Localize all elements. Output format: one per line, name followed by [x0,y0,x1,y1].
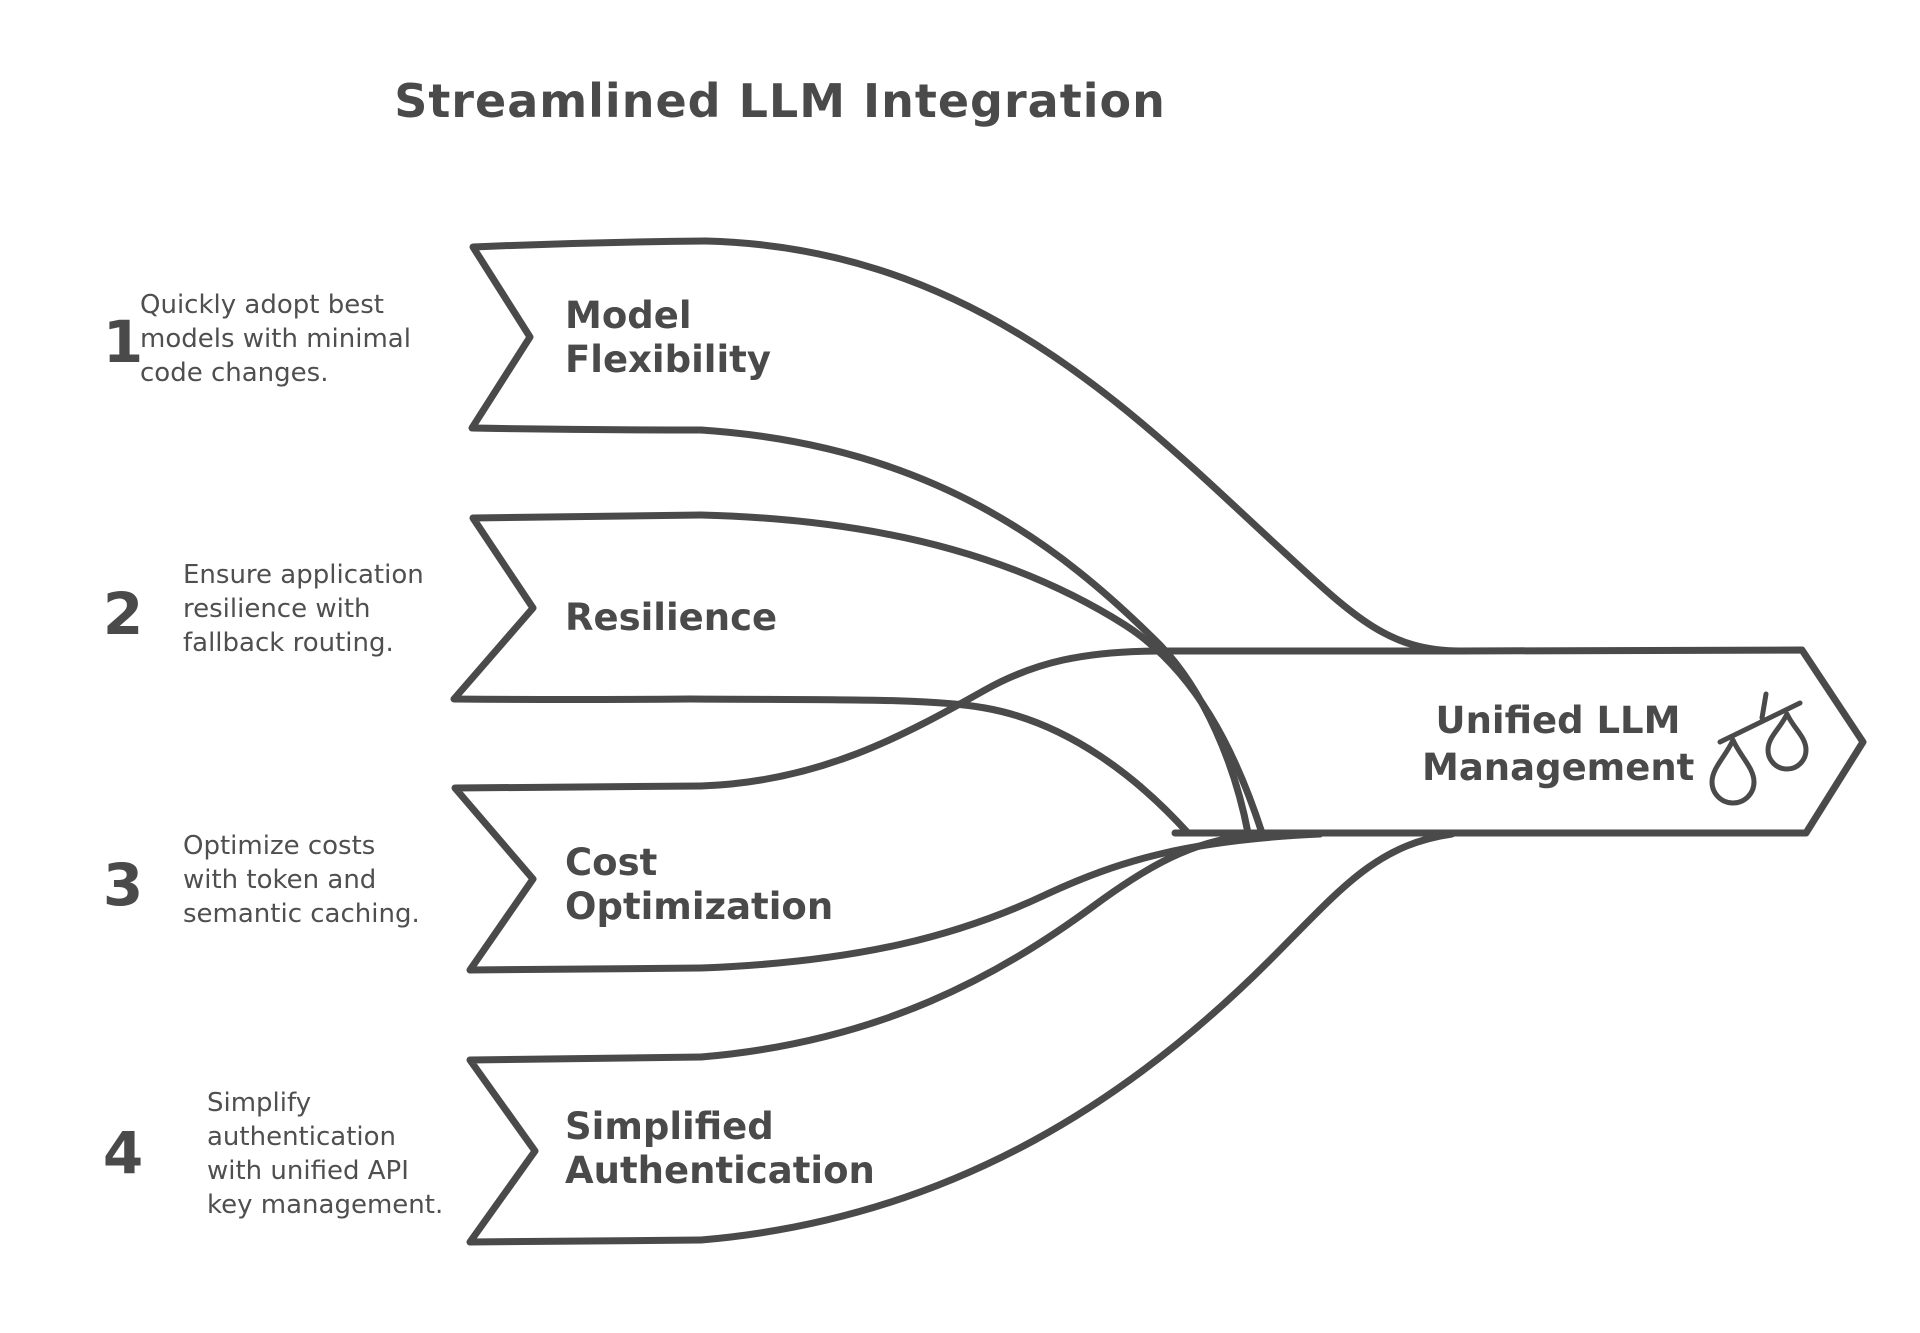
step-description-line: resilience with [183,594,371,624]
banner-label-line: Optimization [565,885,834,928]
step-number: 1 [102,308,144,376]
step-description-line: Simplify [207,1088,312,1118]
step-description-line: code changes. [140,358,329,388]
banner-4-shape [466,1053,705,1246]
step-description: Ensure application resilience with fallb… [183,558,424,660]
step-description-line: Quickly adopt best [140,290,384,320]
banner-label-line: Authentication [565,1149,875,1192]
step-description-line: key management. [207,1190,444,1220]
banner-1-shape [468,237,710,434]
step-description: Optimize costs with token and semantic c… [183,829,420,931]
result-label: Unified LLM Management [1422,697,1694,791]
scales-handle [1759,691,1769,721]
banner-label-line: Simplified [565,1105,774,1148]
ribbon-1-bottom-edge [697,426,1252,837]
ribbon-3-top-edge [697,647,1469,790]
step-description-line: semantic caching. [183,899,420,929]
banner-label: Cost Optimization [565,841,833,929]
scales-left-pan [1709,737,1757,806]
banner-label-line: Flexibility [565,338,771,381]
banner-3-shape [451,782,705,974]
ribbon-2-top-edge [697,511,1266,837]
scales-beam [1717,700,1803,745]
step-number: 2 [102,580,144,648]
banner-label-line: Resilience [565,596,778,639]
banner-2-shape [450,511,705,703]
diagram-title: Streamlined LLM Integration [394,74,1166,128]
banner-label: Resilience [565,596,777,640]
ribbon-2-bottom-edge [686,695,1192,837]
banner-label: Simplified Authentication [565,1105,875,1193]
step-description-line: Optimize costs [183,831,376,861]
step-description-line: Ensure application [183,560,424,590]
step-description-line: models with minimal [140,324,411,354]
unified-band-shape [702,237,1867,837]
step-number: 4 [102,1119,144,1187]
banner-label-line: Model [565,294,692,337]
step-description-line: fallback routing. [183,628,394,658]
step-description: Simplify authentication with unified API… [207,1086,443,1222]
result-label-line: Management [1422,746,1695,789]
step-description: Quickly adopt best models with minimal c… [140,288,411,390]
banner-label: Model Flexibility [565,294,771,382]
ribbon-4-top-edge [697,830,1262,1061]
result-label-line: Unified LLM [1435,699,1681,742]
step-number: 3 [102,851,144,919]
step-description-line: with unified API [207,1156,409,1186]
scales-right-pan [1765,711,1809,772]
step-description-line: with token and [183,865,377,895]
scales-icon [1709,691,1809,806]
banner-label-line: Cost [565,841,658,884]
ribbon-4-bottom-edge [697,830,1456,1244]
step-description-line: authentication [207,1122,397,1152]
